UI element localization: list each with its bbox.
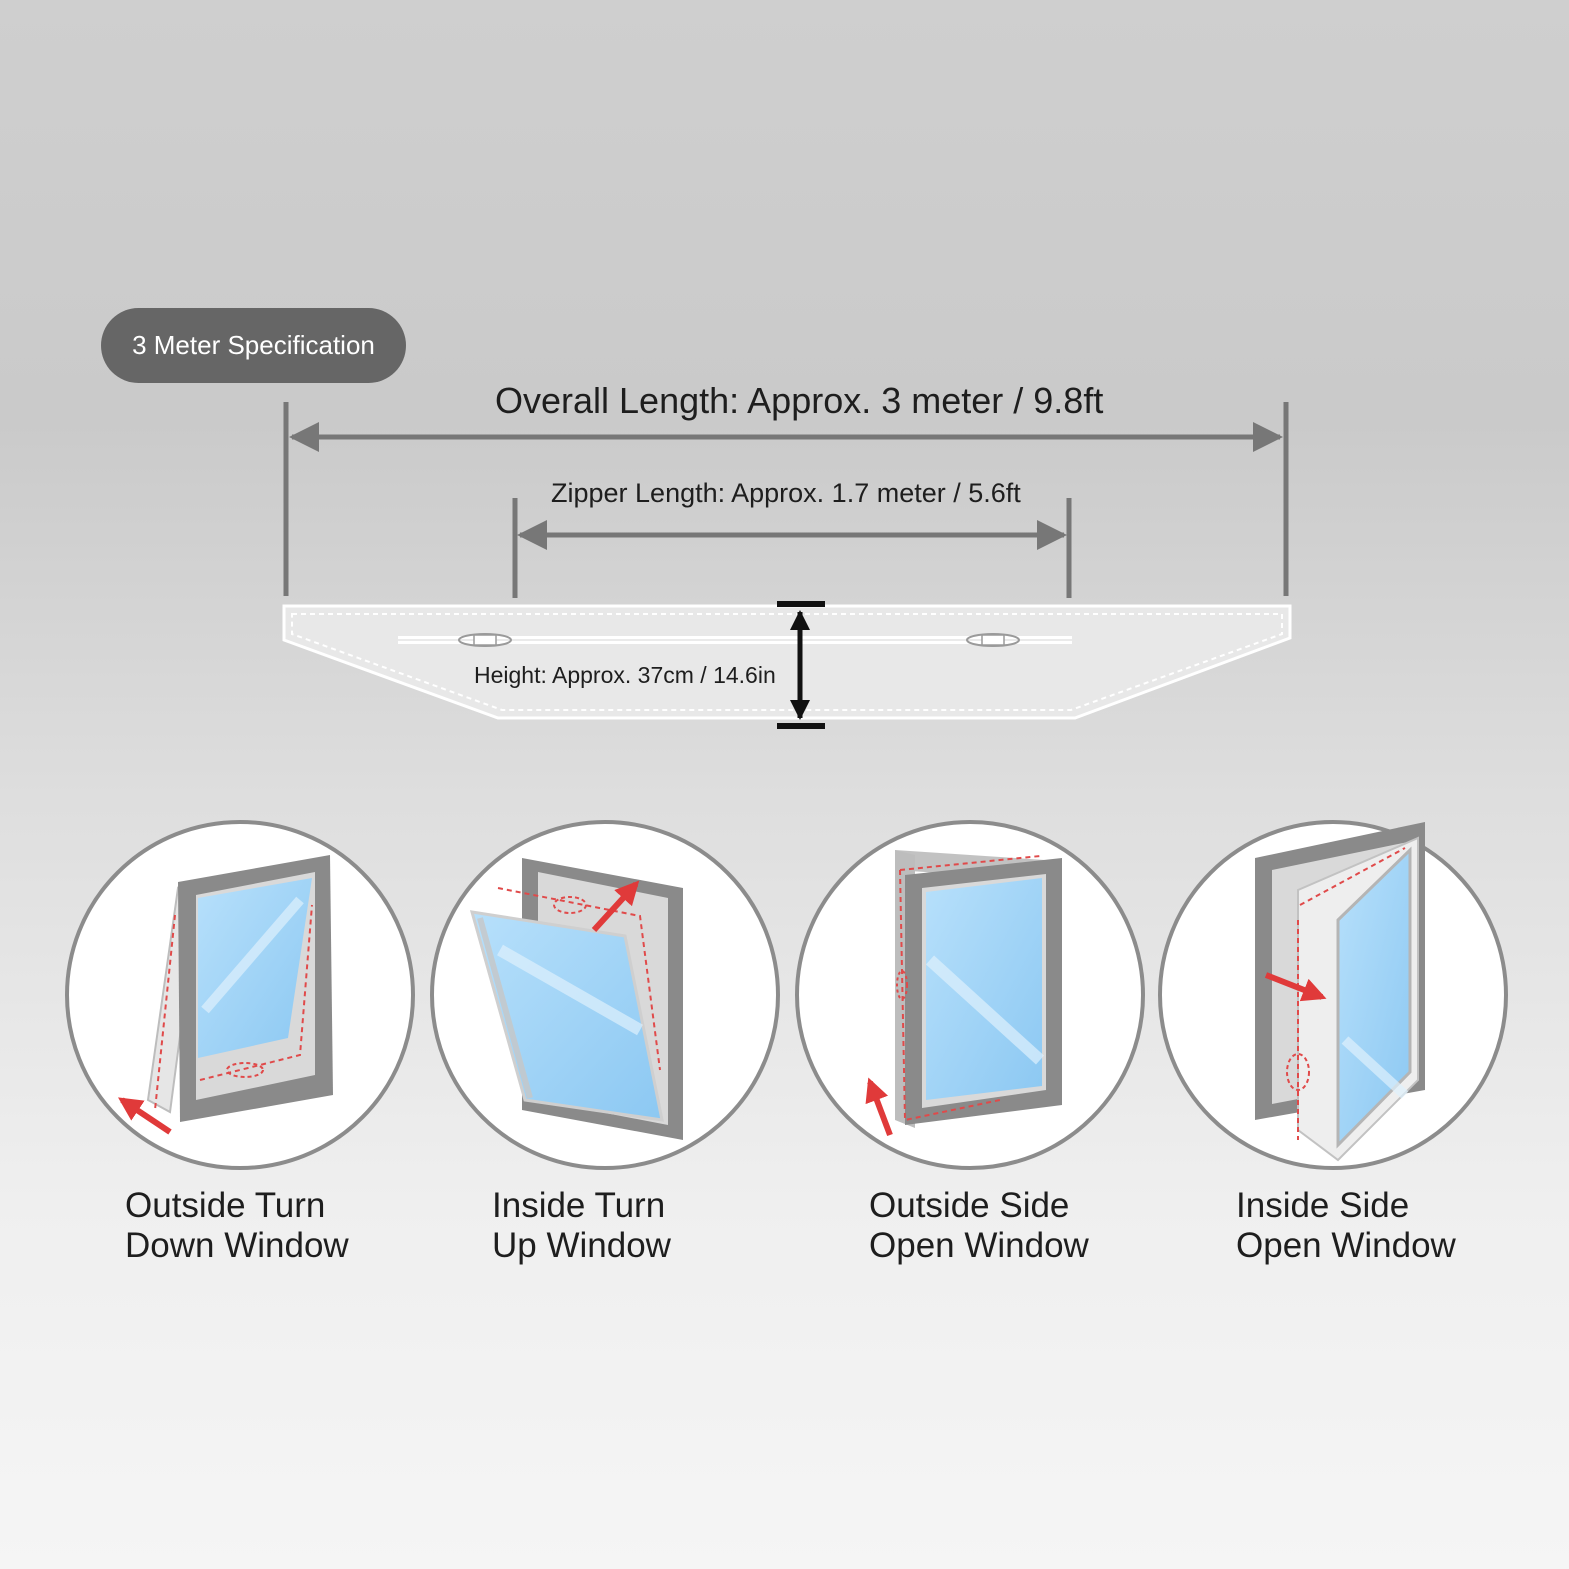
inside-side-open-window-illustration [1158,820,1508,1170]
caption-line: Open Window [1236,1226,1456,1265]
spec-badge: 3 Meter Specification [101,308,406,383]
zipper-slider-left [458,633,512,647]
caption-outside-side-open-window: Outside Side Open Window [869,1186,1089,1266]
caption-line: Down Window [125,1226,349,1265]
inside-turn-up-window-illustration [430,820,780,1170]
zipper-length-dimension [512,498,1072,598]
overall-length-label: Overall Length: Approx. 3 meter / 9.8ft [495,380,1104,421]
caption-line: Inside Turn [492,1186,666,1225]
outside-turn-down-window-illustration [65,820,415,1170]
caption-line: Up Window [492,1226,671,1265]
zipper-length-label: Zipper Length: Approx. 1.7 meter / 5.6ft [551,478,1021,508]
caption-line: Open Window [869,1226,1089,1265]
zipper-slider-right [966,633,1020,647]
height-label: Height: Approx. 37cm / 14.6in [474,662,776,688]
caption-outside-turn-down-window: Outside Turn Down Window [125,1186,349,1266]
caption-line: Inside Side [1236,1186,1410,1225]
outside-side-open-window-illustration [795,820,1145,1170]
window-seal-fabric [282,604,1292,720]
caption-line: Outside Side [869,1186,1070,1225]
caption-line: Outside Turn [125,1186,326,1225]
overall-length-dimension [283,402,1289,596]
height-dimension [777,601,825,729]
caption-inside-turn-up-window: Inside Turn Up Window [492,1186,671,1266]
caption-inside-side-open-window: Inside Side Open Window [1236,1186,1456,1266]
